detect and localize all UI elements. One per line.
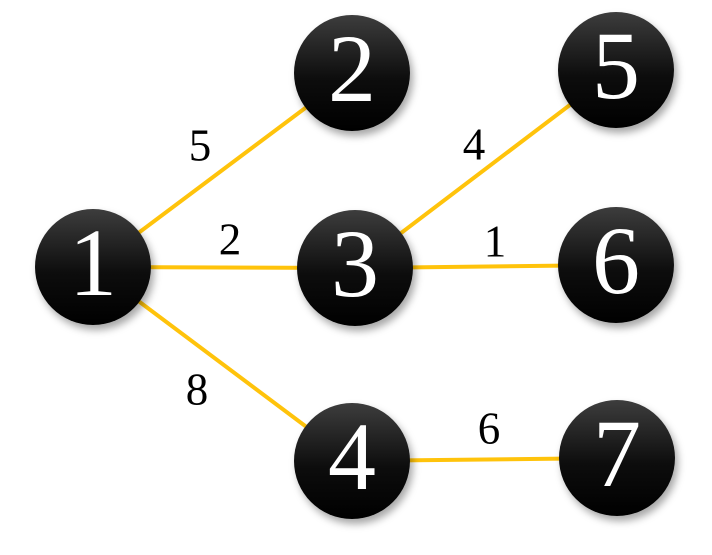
node-4: 4 xyxy=(294,403,410,519)
edge-weight-4-7: 6 xyxy=(477,403,501,454)
node-label-1: 1 xyxy=(69,209,117,316)
node-label-6: 6 xyxy=(592,207,640,314)
node-label-7: 7 xyxy=(593,400,641,507)
node-3: 3 xyxy=(297,210,413,326)
node-label-2: 2 xyxy=(328,15,376,122)
node-1: 1 xyxy=(35,209,151,325)
node-7: 7 xyxy=(559,400,675,516)
node-5: 5 xyxy=(558,12,674,128)
edge-weight-1-3: 2 xyxy=(218,214,242,265)
edge-weight-1-4: 8 xyxy=(185,364,209,415)
edge-weight-1-2: 5 xyxy=(188,120,212,171)
edge-weight-3-5: 4 xyxy=(462,119,486,170)
node-label-3: 3 xyxy=(331,210,379,317)
edge-weight-3-6: 1 xyxy=(483,216,507,267)
node-label-4: 4 xyxy=(328,403,376,510)
node-6: 6 xyxy=(558,207,674,323)
node-label-5: 5 xyxy=(592,12,640,119)
node-2: 2 xyxy=(294,15,410,131)
